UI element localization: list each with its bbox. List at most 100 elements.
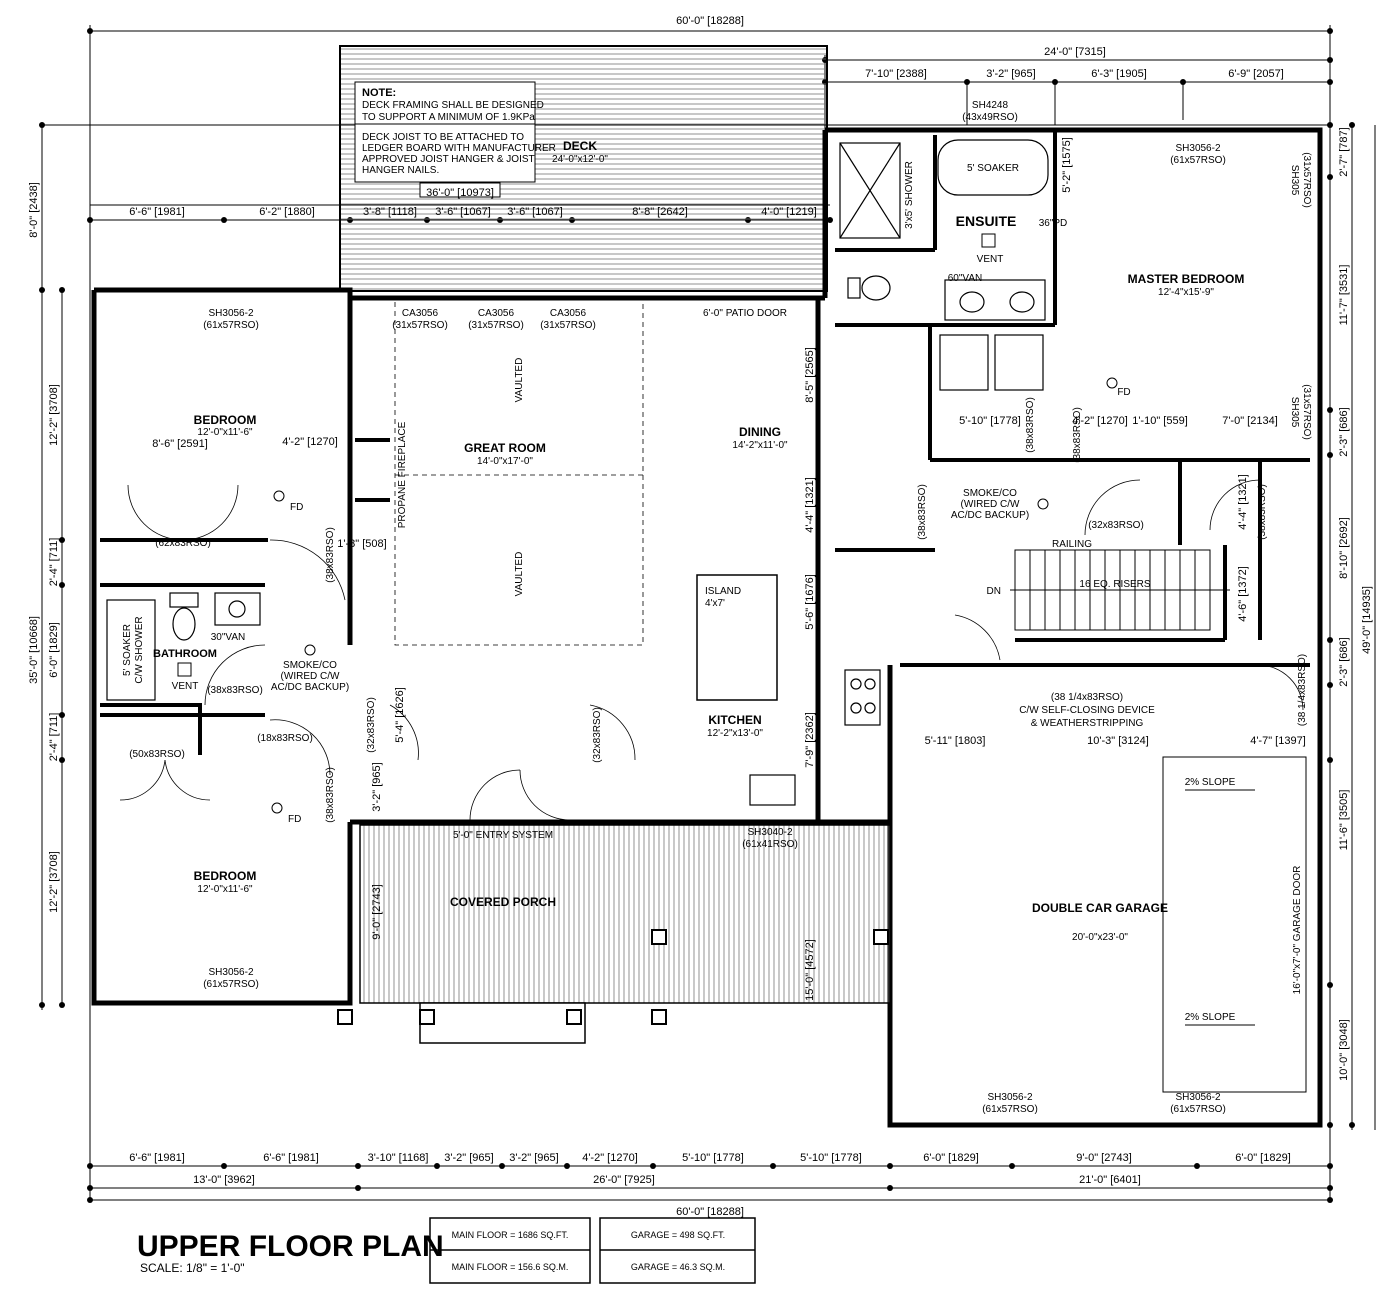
door-bath-rso: (38x83RSO) bbox=[207, 685, 263, 696]
dim-int-13: 5'-10" [1778] bbox=[959, 415, 1021, 427]
note-line-5: APPROVED JOIST HANGER & JOIST bbox=[362, 154, 535, 165]
closet-door-bed1: (62x83RSO) bbox=[155, 538, 211, 549]
label-smoke-2: SMOKE/CO bbox=[963, 488, 1017, 499]
room-bathroom: BATHROOM bbox=[153, 648, 217, 660]
label-entry-system: 5'-0" ENTRY SYSTEM bbox=[453, 830, 553, 841]
label-self-closing: C/W SELF-CLOSING DEVICE bbox=[1019, 705, 1155, 716]
closet-door-bed2: (50x83RSO) bbox=[129, 749, 185, 760]
door-closet-hall-rso: (38x83RSO) bbox=[917, 484, 928, 540]
dim-top-4: 6'-9" [2057] bbox=[1228, 68, 1284, 80]
label-smoke-2-backup: AC/DC BACKUP) bbox=[951, 510, 1029, 521]
room-bedroom-2: BEDROOM bbox=[194, 869, 257, 883]
dim-right-total: 49'-0" [14935] bbox=[1361, 586, 1373, 654]
dim-left-2: 2'-4" [711] bbox=[48, 538, 60, 587]
page-title: UPPER FLOOR PLAN bbox=[137, 1230, 444, 1263]
dim-int-14: 4'-2" [1270] bbox=[1072, 415, 1128, 427]
window-ca3056-3-rso: (31x57RSO) bbox=[540, 320, 596, 331]
label-soaker-shower-2: C/W SHOWER bbox=[134, 616, 145, 683]
dim-bot-2: 6'-6" [1981] bbox=[263, 1152, 319, 1164]
dim-right-2: 11'-7" [3531] bbox=[1338, 265, 1350, 326]
window-ca3056-1: CA3056 bbox=[402, 308, 439, 319]
scale-label: SCALE: 1/8" = 1'-0" bbox=[140, 1261, 245, 1275]
dim-int-8: 5'-4" [1626] bbox=[394, 687, 406, 743]
room-great-room-size: 14'-0"x17'-0" bbox=[477, 456, 533, 467]
window-bedroom1-rso: (61x57RSO) bbox=[203, 320, 259, 331]
window-ca3056-2: CA3056 bbox=[478, 308, 515, 319]
room-kitchen-size: 12'-2"x13'-0" bbox=[707, 728, 763, 739]
note-heading: NOTE: bbox=[362, 87, 396, 99]
dim-top-2: 3'-2" [965] bbox=[986, 68, 1035, 80]
smoke-detector-icon bbox=[304, 644, 316, 656]
window-master-rso: (61x57RSO) bbox=[1170, 155, 1226, 166]
window-bedroom2-rso: (61x57RSO) bbox=[203, 979, 259, 990]
dim-bot-11: 6'-0" [1829] bbox=[1235, 1152, 1291, 1164]
note-line-6: HANGER NAILS. bbox=[362, 165, 439, 176]
door-bed2-rso: (38x83RSO) bbox=[325, 767, 336, 823]
window-master-sh3056: SH3056-2 bbox=[1175, 143, 1220, 154]
door-swings bbox=[119, 479, 1304, 821]
dim-left-total: 35'-0" [10668] bbox=[28, 616, 40, 684]
floor-drain-icon bbox=[271, 802, 283, 814]
dim-left-4: 2'-4" [711] bbox=[48, 713, 60, 762]
note-line-0: DECK FRAMING SHALL BE DESIGNED bbox=[362, 100, 544, 111]
dim-int-9: 3'-2" [965] bbox=[371, 762, 383, 811]
dim-bot-9: 6'-0" [1829] bbox=[923, 1152, 979, 1164]
label-vaulted-1: VAULTED bbox=[514, 358, 525, 403]
window-garage-1-rso: (61x57RSO) bbox=[982, 1104, 1038, 1115]
window-bedroom2: SH3056-2 bbox=[208, 967, 253, 978]
room-master-bedroom-size: 12'-4"x15'-9" bbox=[1158, 287, 1214, 298]
dim-right-1: 2'-7" [787] bbox=[1338, 127, 1350, 176]
note-line-1: TO SUPPORT A MINIMUM OF 1.9KPa bbox=[362, 112, 535, 123]
dim-bot-3: 3'-10" [1168] bbox=[368, 1152, 429, 1164]
dim-int-7: 9'-0" [2743] bbox=[371, 884, 383, 940]
window-garage-2-rso: (61x57RSO) bbox=[1170, 1104, 1226, 1115]
room-deck-size: 24'-0"x12'-0" bbox=[552, 154, 608, 165]
door-linen-rso: (18x83RSO) bbox=[257, 733, 313, 744]
door-closet-rso: (32x83RSO) bbox=[366, 697, 377, 753]
floor-drain-icon bbox=[273, 490, 285, 502]
door-pantry-rso: (32x83RSO) bbox=[592, 707, 603, 763]
dim-right-5: 2'-3" [686] bbox=[1338, 637, 1350, 686]
dim-top-total: 60'-0" [18288] bbox=[676, 15, 744, 27]
label-railing: RAILING bbox=[1052, 539, 1092, 550]
label-fd-master: FD bbox=[1117, 387, 1130, 398]
room-bedroom-2-size: 12'-0"x11'-6" bbox=[197, 884, 253, 895]
note-line-4: LEDGER BOARD WITH MANUFACTURER bbox=[362, 143, 556, 154]
label-island: ISLAND bbox=[705, 586, 741, 597]
label-slope-2: 2% SLOPE bbox=[1185, 1012, 1236, 1023]
dim-int-15: 1'-10" [559] bbox=[1132, 415, 1188, 427]
label-smoke-1-backup: AC/DC BACKUP) bbox=[271, 682, 349, 693]
window-sh3040: SH3040-2 bbox=[747, 827, 792, 838]
window-sh4248-size: (43x49RSO) bbox=[962, 112, 1018, 123]
window-ca3056-2-rso: (31x57RSO) bbox=[468, 320, 524, 331]
window-ca3056-1-rso: (31x57RSO) bbox=[392, 320, 448, 331]
dim-int-5: 7'-9" [2362] bbox=[804, 712, 816, 768]
label-pocket-door: 36"PD bbox=[1039, 218, 1068, 229]
label-patio-door: 6'-0" PATIO DOOR bbox=[703, 308, 787, 319]
window-sh305-a: SH305 bbox=[1289, 165, 1300, 196]
room-bedroom-1-size: 12'-0"x11'-6" bbox=[197, 427, 253, 438]
dim-right-7: 10'-0" [3048] bbox=[1338, 1019, 1350, 1081]
dim-bot-1: 6'-6" [1981] bbox=[129, 1152, 185, 1164]
dim-bot-7: 5'-10" [1778] bbox=[682, 1152, 744, 1164]
label-vent-ensuite: VENT bbox=[977, 254, 1004, 265]
label-stairs-down: DN bbox=[987, 586, 1001, 597]
covered-porch bbox=[337, 824, 891, 1044]
dim-row-1: 6'-6" [1981] bbox=[129, 206, 185, 218]
room-kitchen: KITCHEN bbox=[708, 713, 761, 727]
room-ensuite: ENSUITE bbox=[956, 213, 1017, 229]
window-sh4248: SH4248 bbox=[972, 100, 1009, 111]
dim-bot-row2-2: 26'-0" [7925] bbox=[593, 1174, 655, 1186]
room-bedroom-1: BEDROOM bbox=[194, 413, 257, 427]
room-great-room: GREAT ROOM bbox=[464, 441, 546, 455]
area-main-sqm: MAIN FLOOR = 156.6 SQ.M. bbox=[452, 1262, 569, 1272]
door-master-rso: (32x83RSO) bbox=[1088, 520, 1144, 531]
stairs bbox=[1010, 549, 1230, 631]
dim-bot-row2-3: 21'-0" [6401] bbox=[1079, 1174, 1141, 1186]
dim-deck-36: 36'-0" [10973] bbox=[426, 187, 494, 199]
dim-bot-5: 3'-2" [965] bbox=[509, 1152, 558, 1164]
area-table bbox=[429, 1217, 756, 1284]
dim-int-1: 5'-2" [1575] bbox=[1061, 137, 1073, 193]
dim-int-2: 8'-5" [2565] bbox=[804, 347, 816, 403]
